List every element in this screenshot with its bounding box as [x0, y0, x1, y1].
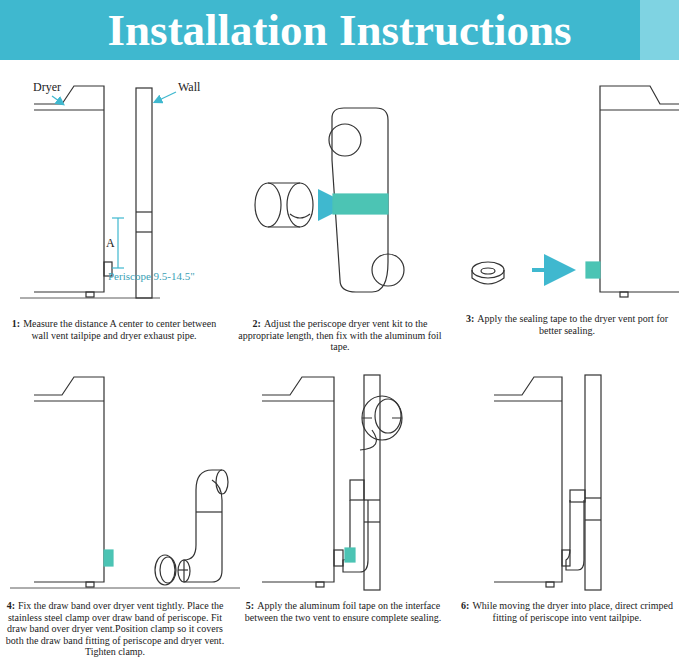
- title-band: [0, 0, 679, 60]
- step-text: Measure the distance A center to center …: [23, 318, 216, 341]
- step-number: 5:: [246, 600, 254, 611]
- step-number: 3:: [466, 313, 474, 324]
- dimension-label: A: [106, 236, 115, 251]
- step-caption: 2:Adjust the periscope dryer vent kit to…: [232, 318, 448, 353]
- step-number: 1:: [12, 318, 20, 329]
- step-caption: 5:Apply the aluminum foil tape on the in…: [234, 600, 452, 623]
- step-text: Fix the draw band over dryer vent tightl…: [6, 600, 224, 657]
- step-number: 2:: [253, 318, 261, 329]
- step-number: 4:: [7, 600, 15, 611]
- part-label: Dryer: [33, 80, 61, 95]
- step-caption: 4:Fix the draw band over dryer vent tigh…: [3, 600, 227, 658]
- step-number: 6:: [461, 600, 469, 611]
- title-band-end: [640, 0, 679, 60]
- dimension-label: Periscope 9.5-14.5": [108, 270, 195, 282]
- title-text: Installation Instructions: [0, 0, 679, 60]
- part-label: Wall: [178, 80, 200, 95]
- step-caption: 3:Apply the sealing tape to the dryer ve…: [458, 313, 676, 336]
- step-text: While moving the dryer into place, direc…: [472, 600, 672, 623]
- step-caption: 1:Measure the distance A center to cente…: [5, 318, 223, 341]
- step-text: Apply the aluminum foil tape on the inte…: [245, 600, 442, 623]
- step-text: Apply the sealing tape to the dryer vent…: [477, 313, 668, 336]
- step-caption: 6:While moving the dryer into place, dir…: [458, 600, 676, 623]
- step-text: Adjust the periscope dryer vent kit to t…: [238, 318, 441, 352]
